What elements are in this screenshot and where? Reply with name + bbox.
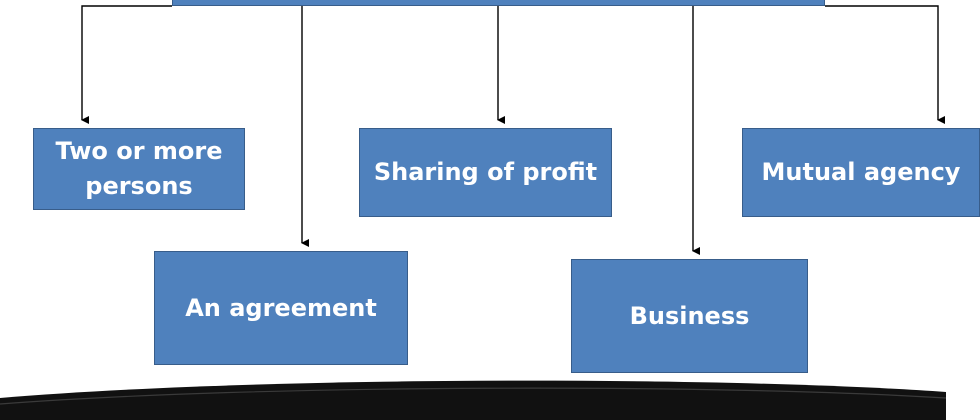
node-label-line: An agreement xyxy=(185,293,377,322)
node-label-line: persons xyxy=(85,172,193,200)
banner-highlight xyxy=(0,387,947,405)
node-two-or-more-persons: Two or more persons xyxy=(33,128,245,210)
node-an-agreement: An agreement xyxy=(154,251,408,365)
node-label-line: Sharing of profit xyxy=(373,158,598,187)
banner-shape xyxy=(0,380,946,420)
connector-mutual-agency xyxy=(825,5,945,124)
node-mutual-agency: Mutual agency xyxy=(742,128,980,217)
node-label-line: Mutual agency xyxy=(761,158,961,187)
connector-two-or-more-persons xyxy=(81,5,172,124)
root-box xyxy=(172,0,825,6)
node-label-line: Business xyxy=(629,301,750,330)
node-sharing-of-profit: Sharing of profit xyxy=(359,128,612,217)
node-business: Business xyxy=(571,259,808,373)
node-label-line: Two or more xyxy=(55,137,223,166)
